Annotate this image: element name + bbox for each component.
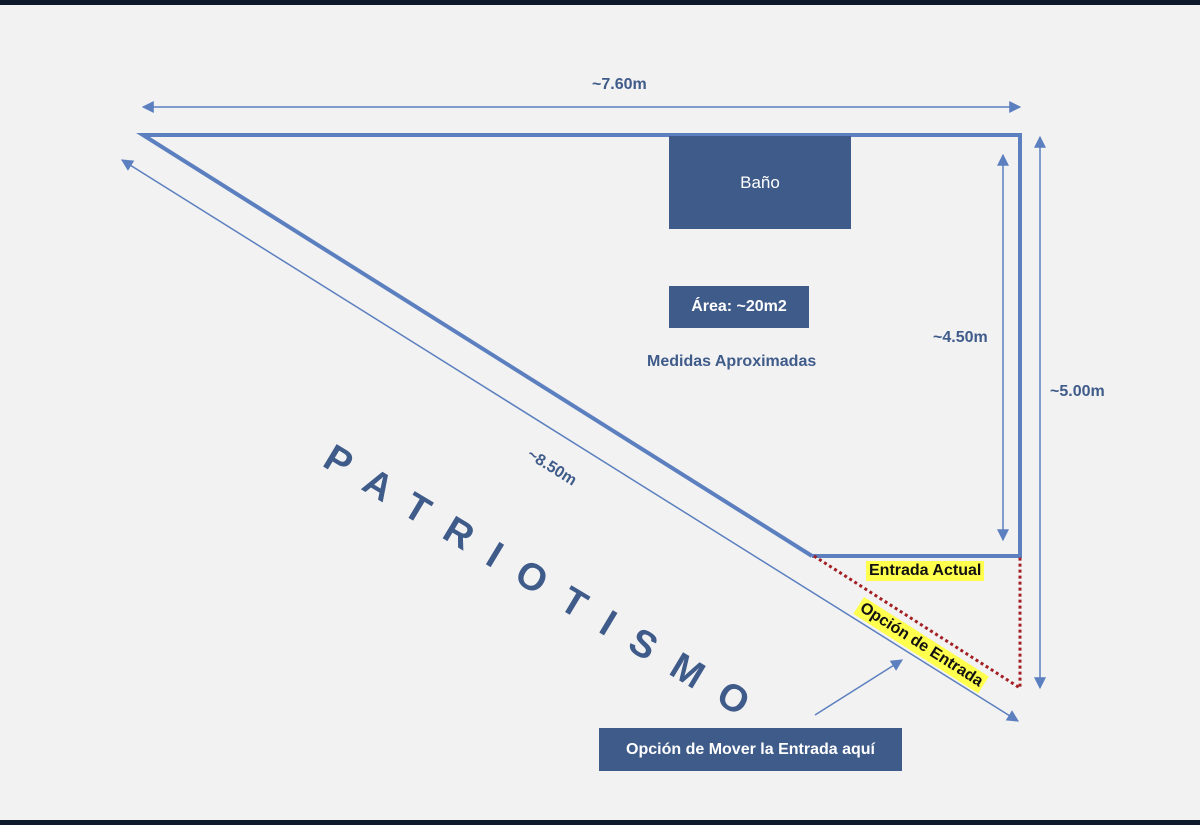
measures-note: Medidas Aproximadas bbox=[647, 353, 817, 370]
area-label: Área: ~20m2 bbox=[691, 298, 787, 315]
floor-plan-drawing bbox=[120, 101, 1046, 722]
bathroom-box: Baño bbox=[669, 136, 851, 229]
top-dimension-label: ~7.60m bbox=[592, 76, 647, 93]
callout-arrow bbox=[814, 659, 904, 716]
wall-outline bbox=[136, 133, 1022, 558]
bathroom-label: Baño bbox=[740, 172, 780, 192]
current-entrance-label: Entrada Actual bbox=[866, 561, 985, 581]
callout-label: Opción de Mover la Entrada aquí bbox=[626, 740, 875, 758]
entrance-option-dotted-line bbox=[813, 554, 1022, 691]
callout-box: Opción de Mover la Entrada aquí bbox=[599, 728, 902, 771]
area-box: Área: ~20m2 bbox=[669, 286, 809, 328]
floor-plan-canvas: ~7.60m ~4.50m ~5.00m ~8.50m Baño Área: ~… bbox=[0, 5, 1200, 820]
inner-right-dimension-label: ~4.50m bbox=[933, 329, 988, 346]
outer-right-dimension-label: ~5.00m bbox=[1050, 383, 1105, 400]
diagonal-dimension-arrow bbox=[120, 159, 1020, 722]
